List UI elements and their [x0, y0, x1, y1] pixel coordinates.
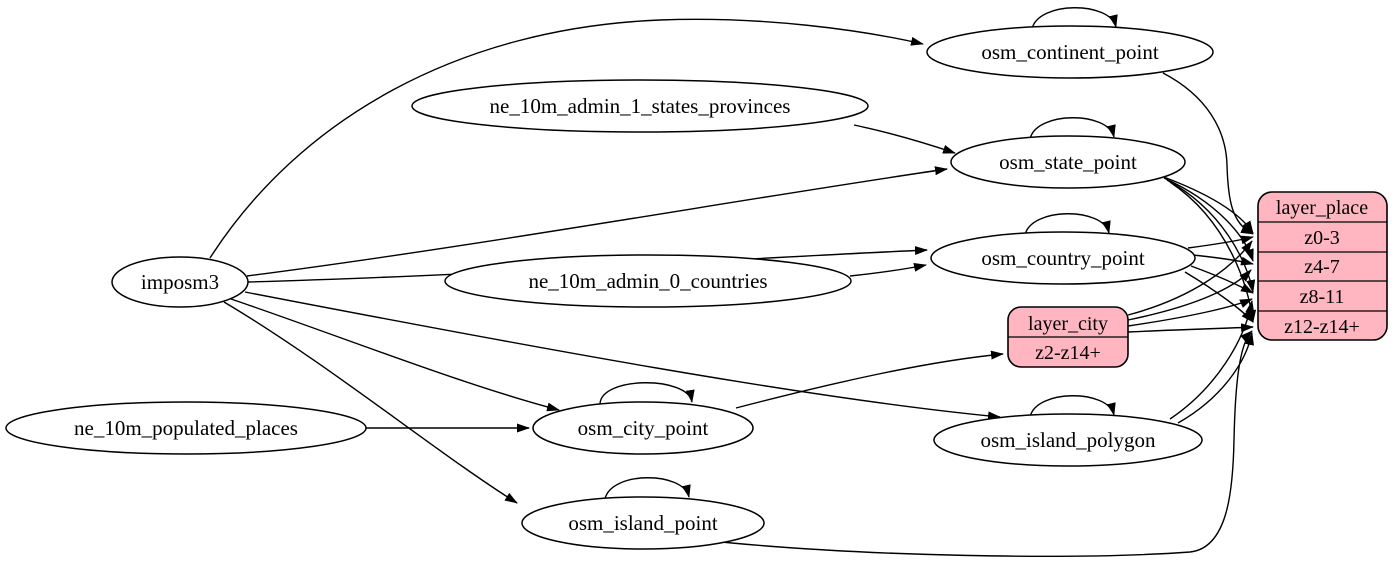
node-osm-country-point: osm_country_point [930, 231, 1196, 285]
table-layer-place-title: layer_place [1276, 197, 1368, 219]
edge-osm_country_point-layer_place-z8-11 [1190, 265, 1254, 294]
node-osm-continent-point-label: osm_continent_point [981, 40, 1158, 64]
node-osm-continent-point-shape [926, 25, 1214, 79]
edge-ne_10m_admin_1_states_provinces-osm_state_point [853, 124, 956, 154]
node-ne-10m-admin-1-states-provinces-shape [411, 79, 869, 133]
node-ne-10m-admin-0-countries-shape [444, 254, 852, 308]
edge-osm_island_polygon-layer_place-z12-z14 [1177, 332, 1254, 424]
table-layer-place-row-z12-z14: z12-z14+ [1284, 316, 1360, 338]
edge-imposm3-osm_island_point [223, 301, 518, 504]
node-osm-island-point: osm_island_point [521, 496, 765, 550]
node-osm-state-point-label: osm_state_point [999, 150, 1137, 174]
edge-osm_country_point-layer_place-z12-z14 [1184, 271, 1254, 323]
table-layer-place-shape [1257, 191, 1388, 341]
node-osm-island-polygon-label: osm_island_polygon [980, 428, 1156, 452]
edge-ne_10m_admin_0_countries-osm_country_point [849, 262, 927, 277]
node-imposm3: imposm3 [111, 256, 249, 308]
node-osm-city-point: osm_city_point [532, 401, 754, 455]
edge-osm_city_point-layer_city [735, 350, 1004, 409]
node-ne-10m-populated-places: ne_10m_populated_places [5, 401, 367, 455]
table-layer-city: layer_city z2-z14+ [1007, 306, 1129, 368]
edge-imposm3-osm_city_point [230, 298, 560, 412]
edge-osm_continent_point-layer_place-z0-3 [1162, 72, 1254, 235]
node-osm-state-point-shape [950, 135, 1186, 189]
table-layer-city-row-z2-z14: z2-z14+ [1035, 342, 1101, 364]
edge-group [209, 7, 1257, 557]
edge-osm_country_point-layer_place-z0-3 [1187, 235, 1254, 249]
node-osm-state-point: osm_state_point [950, 135, 1186, 189]
selfloop-osm_country_point [1024, 213, 1111, 236]
edge-osm_state_point-layer_place-z0-3 [1160, 175, 1254, 234]
table-layer-city-title: layer_city [1028, 313, 1108, 335]
node-imposm3-shape [111, 256, 249, 308]
table-layer-place-row-z4-7: z4-7 [1304, 256, 1340, 278]
edge-layer_city-layer_place-z0-3 [1127, 240, 1253, 316]
node-osm-country-point-label: osm_country_point [981, 246, 1144, 270]
node-osm-island-point-label: osm_island_point [568, 511, 718, 535]
table-layer-place: layer_place z0-3 z4-7 z8-11 z12-z14+ [1257, 191, 1388, 341]
selfloop-osm_city_point [599, 382, 695, 405]
edge-layer_city-layer_place-z12-z14 [1127, 323, 1254, 333]
selfloop-osm_island_polygon [1029, 395, 1116, 418]
edge-osm_country_point-layer_place-z4-7 [1192, 254, 1254, 266]
node-ne-10m-admin-1-states-provinces-label: ne_10m_admin_1_states_provinces [490, 94, 791, 118]
node-osm-island-point-shape [521, 496, 765, 550]
edge-layer_city-layer_place-z4-7 [1127, 269, 1252, 321]
edge-osm_island_polygon-layer_place-z8-11 [1169, 300, 1255, 420]
node-osm-country-point-shape [930, 231, 1196, 285]
node-osm-city-point-label: osm_city_point [578, 416, 709, 440]
edge-imposm3-osm_island_polygon [244, 291, 1001, 421]
node-ne-10m-populated-places-label: ne_10m_populated_places [74, 416, 298, 440]
node-osm-continent-point: osm_continent_point [926, 25, 1214, 79]
table-layer-place-row-z8-11: z8-11 [1300, 286, 1345, 308]
selfloop-osm_island_point [604, 477, 691, 500]
node-osm-island-polygon-shape [933, 413, 1203, 467]
selfloop-osm_continent_point [1031, 7, 1118, 30]
node-ne-10m-populated-places-shape [5, 401, 367, 455]
node-ne-10m-admin-0-countries-label: ne_10m_admin_0_countries [528, 269, 767, 293]
node-osm-city-point-shape [532, 401, 754, 455]
edge-imposm3-osm_state_point [246, 166, 948, 277]
table-layer-place-row-z0-3: z0-3 [1304, 227, 1340, 249]
edge-osm_island_point-layer_place-z12-z14 [701, 330, 1253, 557]
selfloop-osm_state_point [1029, 117, 1116, 140]
node-imposm3-label: imposm3 [141, 270, 219, 294]
edge-imposm3-osm_continent_point [209, 18, 924, 259]
node-osm-island-polygon: osm_island_polygon [933, 413, 1203, 467]
node-ne-10m-admin-1-states-provinces: ne_10m_admin_1_states_provinces [411, 79, 869, 133]
node-ne-10m-admin-0-countries: ne_10m_admin_0_countries [444, 254, 852, 308]
